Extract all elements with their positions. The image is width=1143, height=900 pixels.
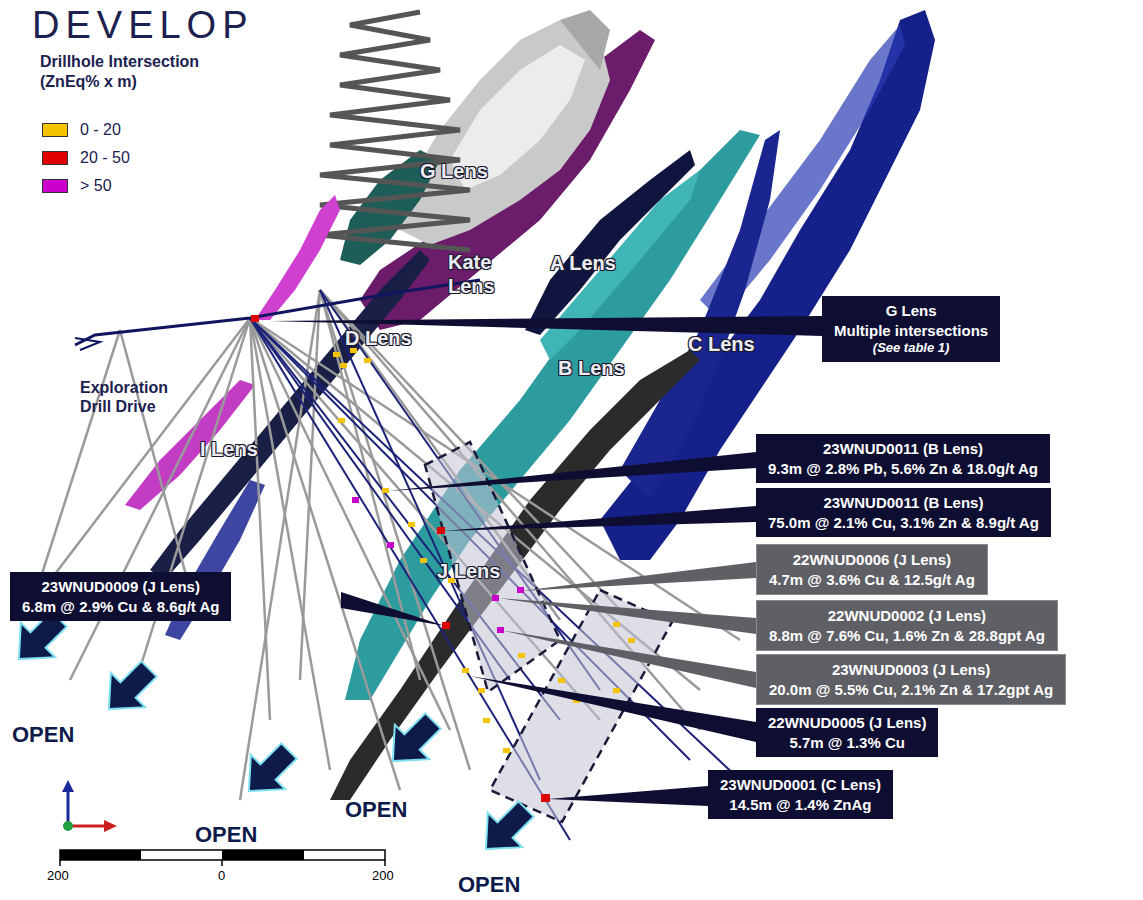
legend-swatch — [42, 123, 68, 137]
callout-text: 23WNUD0003 (J Lens) — [769, 660, 1053, 680]
callout-text: 23WNUD0011 (B Lens) — [768, 493, 1039, 513]
callout-text: 22WNUD0002 (J Lens) — [769, 606, 1045, 626]
callout-text: 22WNUD0006 (J Lens) — [769, 550, 975, 570]
callout-text: 5.7m @ 1.3% Cu — [768, 733, 926, 753]
callout-text: 22WNUD0005 (J Lens) — [768, 713, 926, 733]
callout-text: 6.8m @ 2.9% Cu & 8.6g/t Ag — [22, 597, 219, 617]
callout-text: (See table 1) — [834, 340, 988, 357]
callout-text: 20.0m @ 5.5% Cu, 2.1% Zn & 17.2gpt Ag — [769, 680, 1053, 700]
legend-text: 0 - 20 — [80, 121, 121, 139]
open-label: OPEN — [458, 872, 520, 898]
lens-label: J Lens — [437, 560, 500, 583]
callout-text: 23WNUD0009 (J Lens) — [22, 577, 219, 597]
legend-swatch — [42, 151, 68, 165]
callout-box: 22WNUD0005 (J Lens)5.7m @ 1.3% Cu — [756, 708, 938, 757]
scale-number: 200 — [372, 868, 394, 883]
callout-text: 23WNUD0001 (C Lens) — [720, 775, 881, 795]
callout-box: 22WNUD0006 (J Lens)4.7m @ 3.6% Cu & 12.5… — [756, 544, 988, 595]
lens-label: A Lens — [550, 252, 616, 275]
lens-label: G Lens — [420, 160, 488, 183]
callout-text: G Lens — [834, 301, 988, 321]
callout-text: 9.3m @ 2.8% Pb, 5.6% Zn & 18.0g/t Ag — [768, 459, 1038, 479]
callout-text: 75.0m @ 2.1% Cu, 3.1% Zn & 8.9g/t Ag — [768, 513, 1039, 533]
callout-text: 23WNUD0011 (B Lens) — [768, 439, 1038, 459]
callout-box: 22WNUD0002 (J Lens)8.8m @ 7.6% Cu, 1.6% … — [756, 600, 1058, 651]
lens-label: I Lens — [200, 438, 258, 461]
legend-swatch — [42, 179, 68, 193]
lens-label: Kate Lens — [448, 250, 514, 298]
callout-box: 23WNUD0009 (J Lens)6.8m @ 2.9% Cu & 8.6g… — [10, 572, 231, 621]
logo-text: DEVELOP — [32, 4, 254, 47]
callout-text: Multiple intersections — [834, 321, 988, 341]
lens-label: B Lens — [558, 357, 625, 380]
callout-box: 23WNUD0011 (B Lens)75.0m @ 2.1% Cu, 3.1%… — [756, 488, 1051, 537]
callout-box: 23WNUD0001 (C Lens)14.5m @ 1.4% ZnAg — [708, 770, 893, 819]
callout-text: 8.8m @ 7.6% Cu, 1.6% Zn & 28.8gpt Ag — [769, 626, 1045, 646]
callout-text: 4.7m @ 3.6% Cu & 12.5g/t Ag — [769, 570, 975, 590]
scale-number: 0 — [218, 868, 225, 883]
lens-label: C Lens — [688, 333, 755, 356]
callout-text: 14.5m @ 1.4% ZnAg — [720, 795, 881, 815]
scale-number: 200 — [47, 868, 69, 883]
lens-label: D Lens — [345, 327, 412, 350]
legend-text: > 50 — [80, 177, 112, 195]
area-label: Exploration Drill Drive — [80, 378, 190, 416]
legend-text: 20 - 50 — [80, 149, 130, 167]
callout-box: 23WNUD0003 (J Lens)20.0m @ 5.5% Cu, 2.1%… — [756, 654, 1066, 705]
callout-box: G LensMultiple intersections(See table 1… — [822, 296, 1000, 362]
open-label: OPEN — [12, 722, 74, 748]
open-label: OPEN — [195, 822, 257, 848]
legend-title: Drillhole Intersection (ZnEq% x m) — [40, 52, 235, 92]
open-label: OPEN — [345, 797, 407, 823]
callout-box: 23WNUD0011 (B Lens)9.3m @ 2.8% Pb, 5.6% … — [756, 434, 1050, 483]
